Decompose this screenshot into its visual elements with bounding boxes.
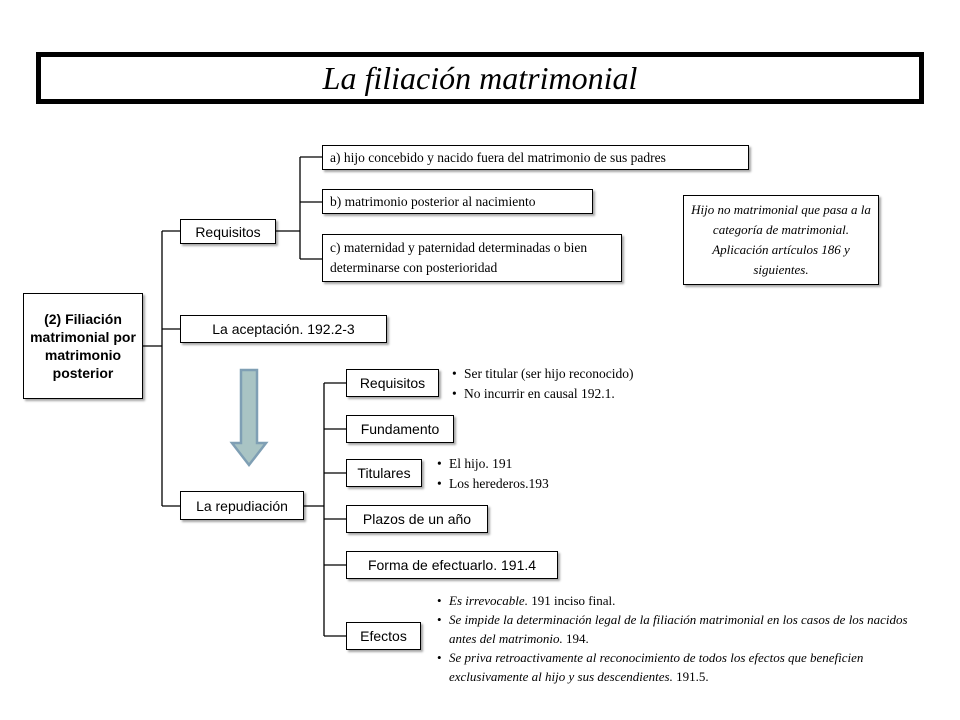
list-item: Se impide la determinación legal de la f… bbox=[437, 610, 927, 648]
note-text: Hijo no matrimonial que pasa a la catego… bbox=[691, 202, 871, 277]
requisito-b-label: b) matrimonio posterior al nacimiento bbox=[330, 193, 536, 209]
root-node: (2) Filiación matrimonial por matrimonio… bbox=[23, 293, 143, 399]
node-requisitos-label: Requisitos bbox=[195, 223, 261, 240]
efecto-2-ref: 194. bbox=[562, 631, 589, 646]
node-fundamento-label: Fundamento bbox=[360, 421, 440, 437]
list-item: Los herederos.193 bbox=[437, 474, 637, 494]
node-repudiacion-label: La repudiación bbox=[196, 497, 288, 514]
note-box: Hijo no matrimonial que pasa a la catego… bbox=[683, 195, 879, 285]
list-item: No incurrir en causal 192.1. bbox=[452, 384, 752, 404]
node-aceptacion: La aceptación. 192.2-3 bbox=[180, 315, 387, 343]
titulares-list: El hijo. 191 Los herederos.193 bbox=[437, 454, 637, 494]
efectos-list: Es irrevocable. 191 inciso final. Se imp… bbox=[437, 591, 927, 686]
node-rep-requisitos: Requisitos bbox=[346, 369, 439, 397]
efecto-1-italic: Es irrevocable. bbox=[449, 593, 528, 608]
list-item: Es irrevocable. 191 inciso final. bbox=[437, 591, 927, 610]
page-title: La filiación matrimonial bbox=[322, 59, 638, 96]
requisito-c-label: c) maternidad y paternidad determinadas … bbox=[330, 240, 588, 275]
efecto-3-italic: Se priva retroactivamente al reconocimie… bbox=[449, 650, 864, 684]
rep-requisitos-list: Ser titular (ser hijo reconocido) No inc… bbox=[452, 364, 752, 404]
requisito-a-label: a) hijo concebido y nacido fuera del mat… bbox=[330, 149, 666, 165]
list-item: Ser titular (ser hijo reconocido) bbox=[452, 364, 752, 384]
node-forma-label: Forma de efectuarlo. 191.4 bbox=[367, 557, 537, 573]
root-label: (2) Filiación matrimonial por matrimonio… bbox=[30, 311, 136, 381]
down-arrow-icon bbox=[229, 368, 269, 468]
efecto-3-ref: 191.5. bbox=[672, 669, 709, 684]
requisito-a: a) hijo concebido y nacido fuera del mat… bbox=[322, 145, 749, 170]
requisito-b: b) matrimonio posterior al nacimiento bbox=[322, 189, 593, 214]
node-requisitos: Requisitos bbox=[180, 219, 276, 244]
node-plazos-label: Plazos de un año bbox=[362, 511, 472, 527]
node-titulares-label: Titulares bbox=[357, 465, 411, 481]
node-titulares: Titulares bbox=[346, 459, 422, 487]
efecto-1-ref: 191 inciso final. bbox=[527, 593, 616, 608]
efecto-2-italic: Se impide la determinación legal de la f… bbox=[449, 612, 908, 646]
node-aceptacion-label: La aceptación. 192.2-3 bbox=[212, 321, 355, 337]
requisito-c: c) maternidad y paternidad determinadas … bbox=[322, 234, 622, 282]
node-plazos: Plazos de un año bbox=[346, 505, 488, 533]
node-fundamento: Fundamento bbox=[346, 415, 454, 443]
node-rep-requisitos-label: Requisitos bbox=[359, 375, 426, 391]
list-item: Se priva retroactivamente al reconocimie… bbox=[437, 648, 927, 686]
list-item: El hijo. 191 bbox=[437, 454, 637, 474]
node-repudiacion: La repudiación bbox=[180, 491, 304, 520]
node-efectos: Efectos bbox=[346, 622, 421, 650]
node-efectos-label: Efectos bbox=[360, 628, 407, 644]
title-frame: La filiación matrimonial bbox=[36, 52, 924, 104]
node-forma: Forma de efectuarlo. 191.4 bbox=[346, 551, 558, 579]
